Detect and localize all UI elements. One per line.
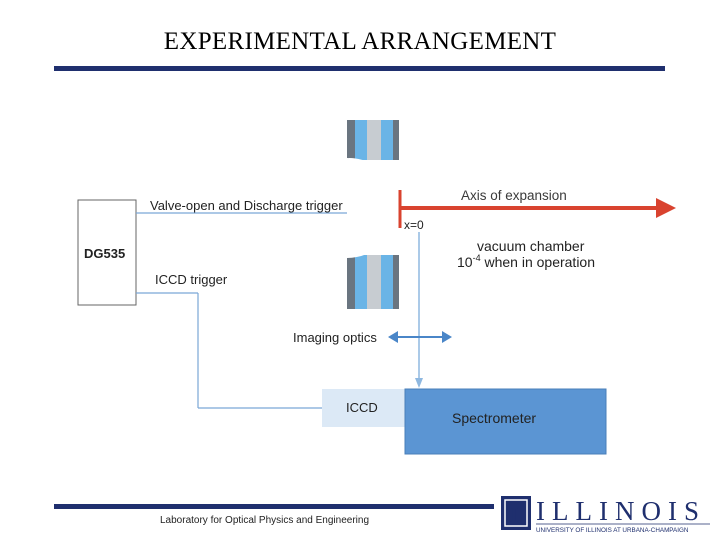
pressure-label: 10-4 when in operation [457, 253, 595, 270]
spectrometer-label: Spectrometer [452, 410, 536, 426]
footer-text: Laboratory for Optical Physics and Engin… [160, 515, 370, 526]
electrode-bottom [347, 255, 399, 309]
logo-mark: I [510, 502, 519, 527]
electrode-top [347, 120, 399, 160]
axis-label: Axis of expansion [461, 188, 567, 203]
optics-arrow-right [442, 331, 452, 343]
imaging-optics-label: Imaging optics [293, 330, 377, 345]
iccd-trigger-label: ICCD trigger [155, 272, 228, 287]
valve-trigger-label: Valve-open and Discharge trigger [150, 198, 343, 213]
spectrometer-box [404, 388, 607, 455]
logo-wordmark: ILLINOIS [536, 496, 706, 526]
logo-subtitle: UNIVERSITY OF ILLINOIS AT URBANA-CHAMPAI… [536, 527, 689, 534]
x0-label: x=0 [404, 218, 424, 232]
illinois-block-i-icon [501, 496, 531, 530]
light-path-arrow [415, 378, 423, 388]
vacuum-label: vacuum chamber [477, 238, 585, 254]
optics-arrow-left [388, 331, 398, 343]
iccd-label: ICCD [346, 400, 378, 415]
axis-arrow-head [656, 198, 676, 218]
dg535-box [77, 199, 137, 306]
illinois-logo: I ILLINOIS UNIVERSITY OF ILLINOIS AT URB… [501, 496, 710, 534]
iccd-box [322, 389, 406, 427]
top-divider [54, 66, 665, 71]
slide-title: EXPERIMENTAL ARRANGEMENT [163, 28, 557, 55]
bottom-divider [54, 504, 494, 509]
dg535-label: DG535 [84, 246, 125, 261]
